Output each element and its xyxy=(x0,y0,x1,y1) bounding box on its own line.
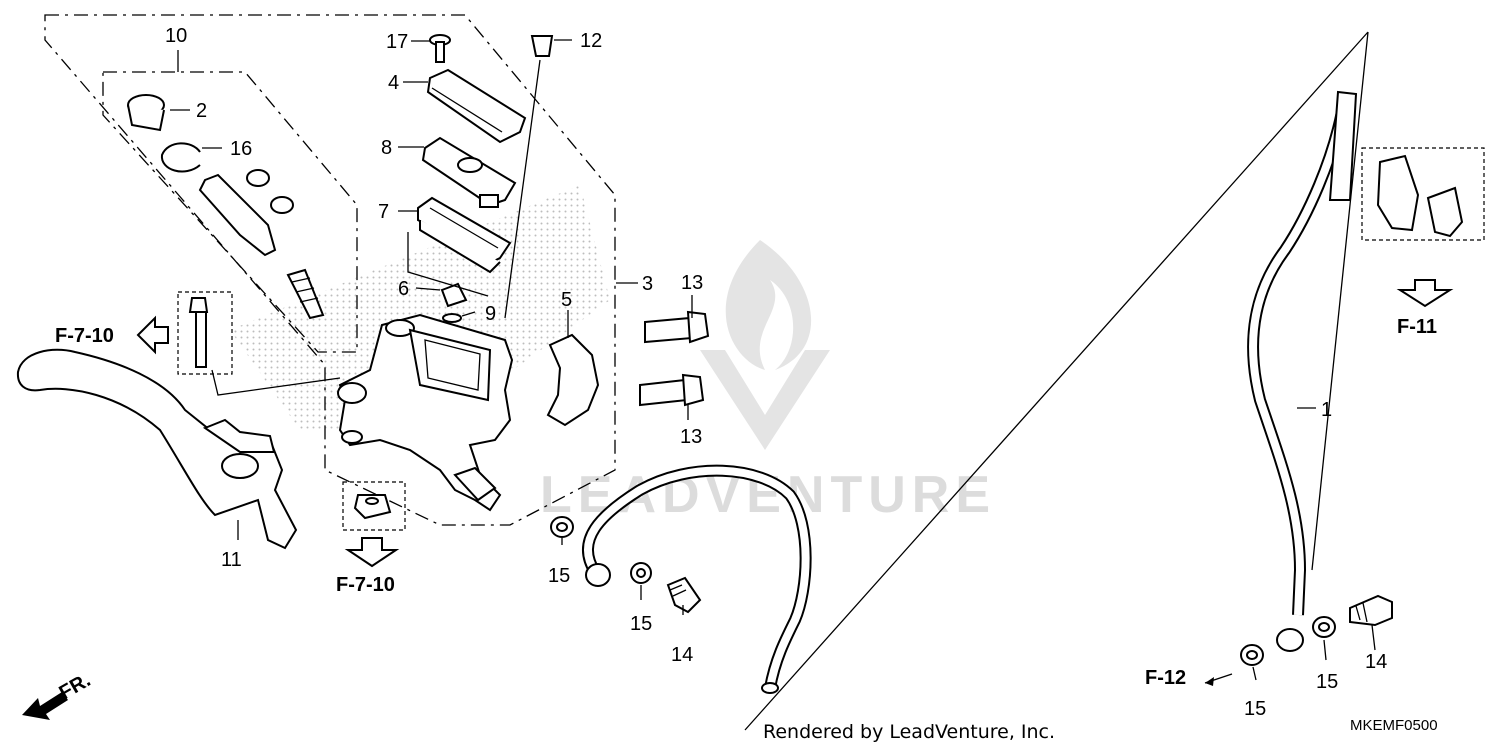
bolt-inset-box xyxy=(177,291,233,375)
piston-kit-boundary xyxy=(102,71,358,353)
callout-13a: 13 xyxy=(681,272,703,294)
diaphragm-7 xyxy=(417,196,512,274)
oring-9 xyxy=(442,313,462,323)
leader-lines xyxy=(170,39,1376,681)
hose-bracket xyxy=(1376,154,1464,238)
hose-guide-lines xyxy=(744,31,1369,731)
ref-f12: F-12 xyxy=(1145,667,1186,689)
callout-6: 6 xyxy=(398,278,409,300)
arrow-down-f11 xyxy=(1396,279,1454,308)
hose-section-a xyxy=(582,464,812,694)
front-arrow-icon: FR. xyxy=(22,669,94,720)
brake-hose-1 xyxy=(1247,90,1358,652)
bracket-inset-box xyxy=(1361,147,1485,241)
callout-4: 4 xyxy=(388,72,399,94)
reference-labels: F-7-10 F-7-10 F-11 F-12 xyxy=(55,316,1437,689)
screw-17 xyxy=(429,34,451,63)
callout-13b: 13 xyxy=(680,426,702,448)
assembly-boundary xyxy=(44,14,616,526)
callout-5: 5 xyxy=(561,289,572,311)
pivot-bolt xyxy=(188,297,209,368)
diagram-code: MKEMF0500 xyxy=(1350,717,1438,734)
diaphragm-plate-8 xyxy=(421,136,517,208)
callout-14b: 14 xyxy=(1365,651,1387,673)
nut xyxy=(353,494,392,520)
callout-3: 3 xyxy=(642,273,653,295)
callout-12: 12 xyxy=(580,30,602,52)
banjo-bolt-14b xyxy=(1349,594,1393,627)
cap-12 xyxy=(530,35,554,57)
reservoir-cover-4 xyxy=(426,68,527,144)
ref-f11: F-11 xyxy=(1397,316,1437,338)
washer-15b xyxy=(630,562,652,584)
washer-15d xyxy=(1312,616,1336,638)
callout-15d: 15 xyxy=(1316,671,1338,693)
arrow-down-f710 xyxy=(344,537,400,568)
ref-f710-bottom: F-7-10 xyxy=(336,574,395,596)
holder-5 xyxy=(546,333,600,427)
boot-2 xyxy=(127,94,165,132)
callout-15c: 15 xyxy=(1244,698,1266,720)
washer-15c xyxy=(1240,644,1264,666)
arrow-left-f710 xyxy=(136,315,169,355)
callout-14a: 14 xyxy=(671,644,693,666)
callout-16: 16 xyxy=(230,138,252,160)
callout-1: 1 xyxy=(1321,399,1332,421)
callout-10: 10 xyxy=(165,25,187,47)
callout-2: 2 xyxy=(196,100,207,122)
callout-15a: 15 xyxy=(548,565,570,587)
callout-15b: 15 xyxy=(630,613,652,635)
holder-bolt-13b xyxy=(639,373,705,407)
callout-8: 8 xyxy=(381,137,392,159)
credit-text: Rendered by LeadVenture, Inc. xyxy=(763,721,1055,743)
master-cylinder-body xyxy=(337,313,514,512)
callout-17: 17 xyxy=(386,31,408,53)
ref-f710-left: F-7-10 xyxy=(55,325,114,347)
piston-assembly xyxy=(198,169,325,320)
washer-15a xyxy=(550,516,574,538)
banjo-bolt-14a xyxy=(666,576,702,614)
brake-lever-11 xyxy=(16,348,298,550)
callout-7: 7 xyxy=(378,201,389,223)
callout-9: 9 xyxy=(485,303,496,325)
holder-bolt-13a xyxy=(644,310,710,344)
snap-ring-16 xyxy=(160,142,201,173)
nut-inset-box xyxy=(342,481,406,531)
arrow-left-f12 xyxy=(1204,673,1233,686)
callout-11: 11 xyxy=(221,549,242,571)
callout-labels: 1 2 3 4 5 6 7 8 9 10 11 12 13 13 14 14 1… xyxy=(165,25,1387,720)
